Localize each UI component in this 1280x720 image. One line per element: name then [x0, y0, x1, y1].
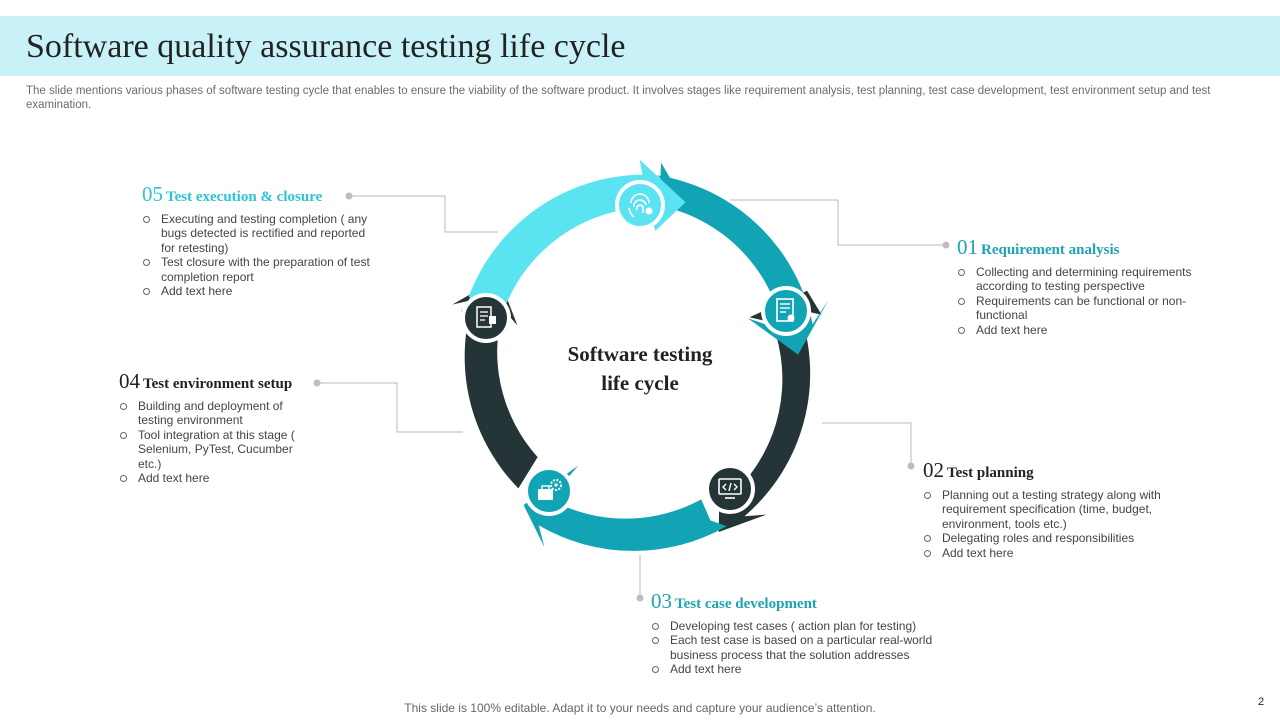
page-number: 2	[1258, 696, 1265, 708]
phase-04-bullet: Tool integration at this stage ( Seleniu…	[119, 428, 309, 471]
connector-dots	[313, 192, 950, 602]
phase-05-bullets: Executing and testing completion ( any b…	[142, 212, 374, 298]
phase-04-number: 04	[119, 369, 140, 393]
phase-icons	[461, 180, 811, 516]
phase-02-bullet: Add text here	[923, 546, 1178, 560]
phase-01-number: 01	[957, 235, 978, 259]
phase-01-bullets: Collecting and determining requirements …	[957, 265, 1202, 337]
phase-04-bullet: Building and deployment of testing envir…	[119, 399, 309, 428]
phase-03-bullet: Each test case is based on a particular …	[651, 633, 941, 662]
phase-04-bullets: Building and deployment of testing envir…	[119, 399, 309, 485]
phase-05-bullet: Test closure with the preparation of tes…	[142, 255, 374, 284]
phase-05-title: Test execution & closure	[166, 189, 323, 205]
connector-01	[730, 199, 944, 246]
phase-03-number: 03	[651, 589, 672, 613]
phase-04-bullet: Add text here	[119, 471, 309, 485]
phase-03-bullet: Developing test cases ( action plan for …	[651, 619, 941, 633]
connector-dot-01	[942, 241, 950, 249]
connector-lines	[318, 195, 944, 597]
document-icon	[761, 286, 811, 336]
phase-04-title: Test environment setup	[143, 376, 293, 392]
phase-01-title: Requirement analysis	[981, 242, 1120, 258]
code-monitor-icon	[705, 464, 755, 514]
settings-briefcase-icon	[524, 466, 574, 516]
connector-dot-02	[907, 462, 915, 470]
checklist-icon	[461, 293, 511, 343]
fingerprint-icon	[615, 180, 665, 230]
connector-02	[822, 422, 912, 466]
connector-dot-03	[636, 594, 644, 602]
center-label-line-1: Software testing	[567, 342, 713, 366]
slide-description: The slide mentions various phases of sof…	[26, 85, 1211, 111]
phase-02-bullet: Planning out a testing strategy along wi…	[923, 488, 1178, 531]
phase-02-number: 02	[923, 458, 944, 482]
phase-05-number: 05	[142, 182, 163, 206]
center-label: Software testing life cycle	[540, 340, 740, 398]
phase-01-bullet: Collecting and determining requirements …	[957, 265, 1202, 294]
phase-03-bullets: Developing test cases ( action plan for …	[651, 619, 941, 677]
phase-05-bullet: Executing and testing completion ( any b…	[142, 212, 374, 255]
connector-04	[318, 382, 463, 433]
center-label-line-2: life cycle	[601, 371, 679, 395]
phase-05-bullet: Add text here	[142, 284, 374, 298]
connector-dot-05	[345, 192, 353, 200]
phase-01-bullet: Add text here	[957, 323, 1202, 337]
title-bar: Software quality assurance testing life …	[0, 16, 1280, 76]
phase-02-bullets: Planning out a testing strategy along wi…	[923, 488, 1178, 560]
arc-segment-teal-bottom	[523, 465, 727, 551]
phase-02-bullet: Delegating roles and responsibilities	[923, 531, 1178, 545]
phase-01-bullet: Requirements can be functional or non-fu…	[957, 294, 1202, 323]
connector-05	[349, 195, 498, 233]
footer-note: This slide is 100% editable. Adapt it to…	[404, 701, 876, 715]
phase-03-title: Test case development	[675, 596, 817, 612]
phase-02-title: Test planning	[947, 465, 1034, 481]
page-title: Software quality assurance testing life …	[26, 28, 626, 65]
phase-03-bullet: Add text here	[651, 662, 941, 676]
connector-dot-04	[313, 379, 321, 387]
